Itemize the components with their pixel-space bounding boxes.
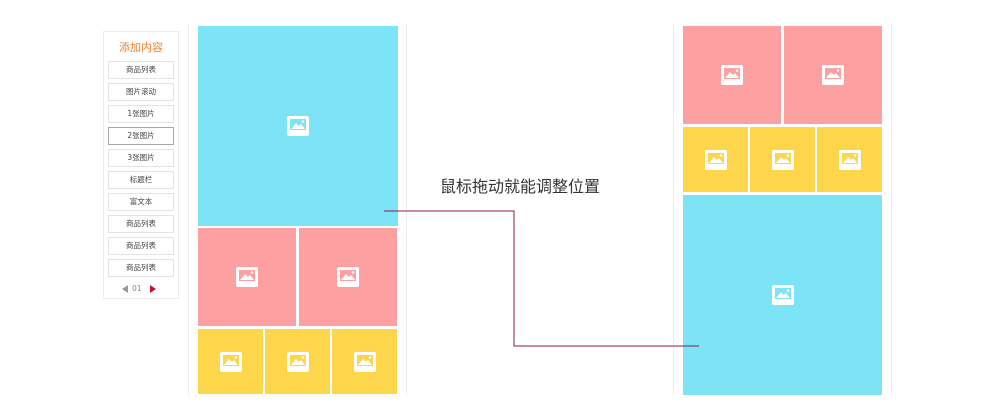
drag-hint-caption: 鼠标拖动就能调整位置 (440, 177, 601, 196)
prev-page-icon[interactable] (122, 285, 128, 293)
image-icon (287, 116, 309, 136)
right-frame-edge (673, 24, 674, 396)
sidebar-item-product-list[interactable]: 商品列表 (108, 61, 174, 79)
image-icon (353, 351, 376, 372)
sidebar-item-rich-text[interactable]: 富文本 (108, 193, 174, 211)
sidebar-item-one-image[interactable]: 1张图片 (108, 105, 174, 123)
three-image-block-1[interactable] (683, 127, 748, 192)
next-page-icon[interactable] (150, 285, 156, 293)
page-number: 01 (132, 284, 142, 293)
image-icon (704, 149, 727, 170)
image-icon (838, 149, 861, 170)
image-icon (771, 285, 794, 305)
two-image-block-right[interactable] (299, 228, 397, 326)
image-icon (721, 65, 743, 85)
single-image-block[interactable] (198, 26, 398, 226)
add-content-title: 添加内容 (119, 41, 163, 54)
two-image-block-left[interactable] (198, 228, 296, 326)
three-image-block-3[interactable] (817, 127, 882, 192)
left-frame-edge (188, 24, 189, 396)
sidebar-item-two-images[interactable]: 2张图片 (108, 127, 174, 145)
three-image-block-1[interactable] (198, 329, 263, 394)
pagination: 01 (104, 284, 178, 294)
single-image-block[interactable] (683, 195, 882, 395)
two-image-block-left[interactable] (683, 26, 781, 124)
three-image-block-2[interactable] (750, 127, 815, 192)
left-frame-edge (406, 24, 407, 396)
image-icon (236, 267, 258, 287)
image-icon (822, 65, 844, 85)
image-icon (337, 267, 359, 287)
sidebar-item-image-carousel[interactable]: 图片滚动 (108, 83, 174, 101)
image-icon (286, 351, 309, 372)
image-icon (771, 149, 794, 170)
sidebar-item-title-bar[interactable]: 标题栏 (108, 171, 174, 189)
sidebar-item-three-images[interactable]: 3张图片 (108, 149, 174, 167)
right-frame-edge (891, 24, 892, 396)
add-content-panel: 添加内容 商品列表 图片滚动 1张图片 2张图片 3张图片 标题栏 富文本 商品… (103, 31, 179, 299)
sidebar-item-product-list[interactable]: 商品列表 (108, 215, 174, 233)
three-image-block-2[interactable] (265, 329, 330, 394)
image-icon (219, 351, 242, 372)
sidebar-item-product-list[interactable]: 商品列表 (108, 259, 174, 277)
two-image-block-right[interactable] (784, 26, 882, 124)
sidebar-item-product-list[interactable]: 商品列表 (108, 237, 174, 255)
three-image-block-3[interactable] (332, 329, 397, 394)
